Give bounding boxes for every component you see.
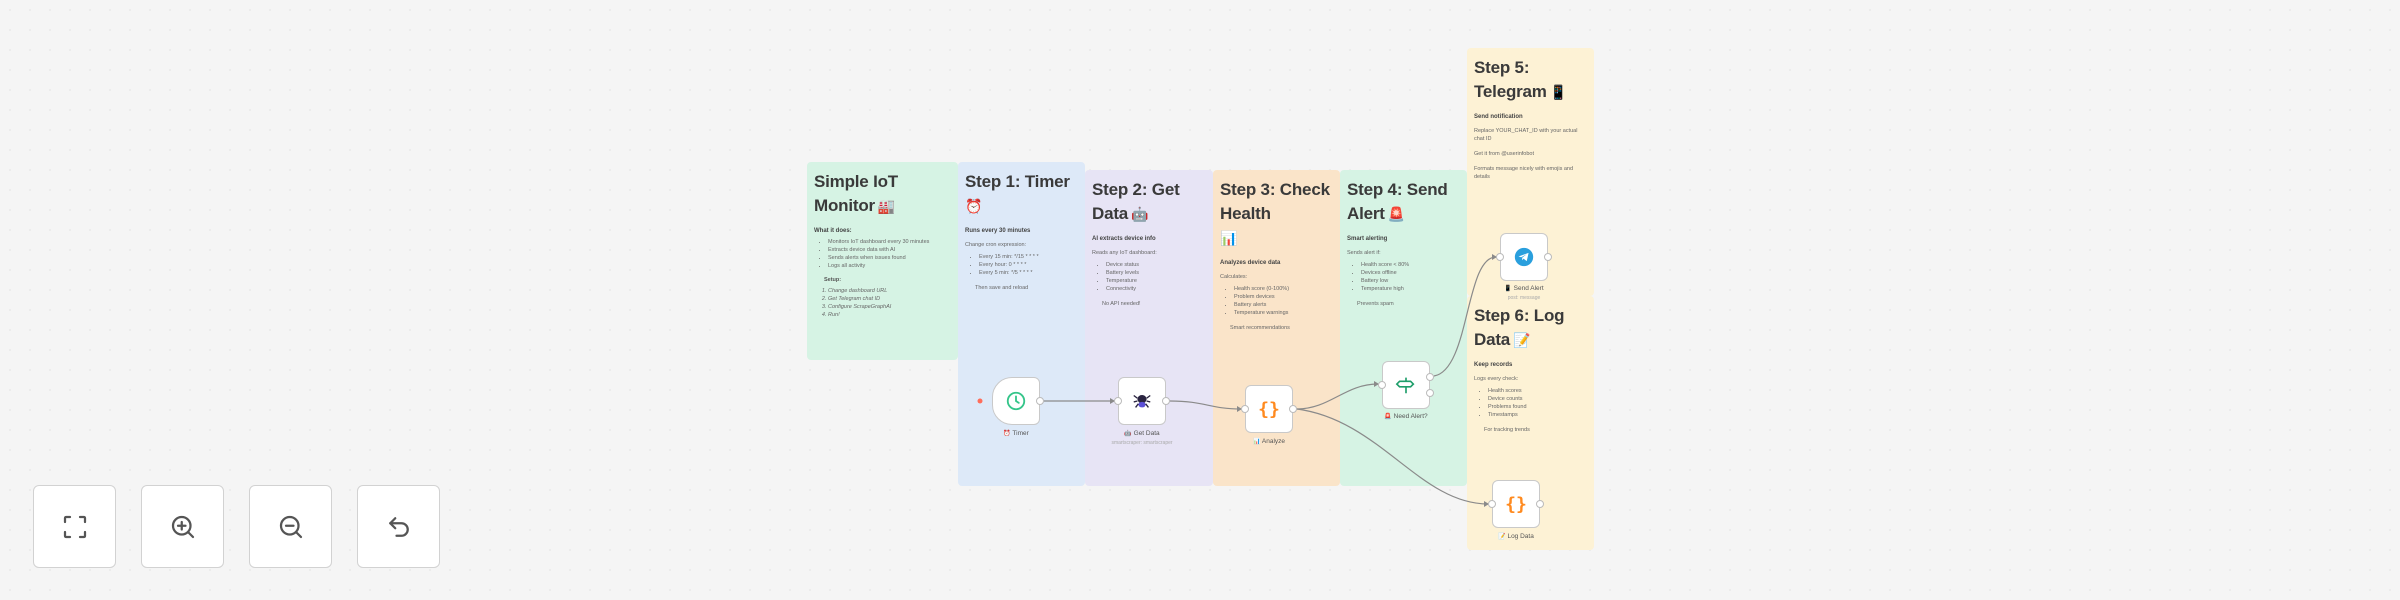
siren-icon: 🚨	[1387, 206, 1405, 222]
sticky-title: Step 6: Log Data📝	[1474, 306, 1565, 349]
output-port[interactable]	[1536, 500, 1544, 508]
zoom-out-icon	[279, 515, 302, 538]
node-need-alert[interactable]	[1378, 361, 1434, 409]
canvas-controls	[33, 485, 440, 568]
node-send-alert[interactable]	[1496, 233, 1552, 281]
bar-chart-icon: 📊	[1220, 230, 1238, 246]
sticky-subtitle: AI extracts device info	[1092, 236, 1156, 242]
robot-icon: 🤖	[1131, 206, 1149, 222]
cron-list: Every 15 min: */15 * * * * Every hour: 0…	[965, 253, 1078, 277]
sticky-note-step2-get-data[interactable]: Step 2: Get Data🤖 AI extracts device inf…	[1085, 170, 1213, 486]
sticky-subtitle: Keep records	[1474, 362, 1513, 368]
robot-icon: 🤖	[1124, 431, 1132, 437]
sticky-subtitle: Smart alerting	[1347, 236, 1388, 242]
input-port[interactable]	[1488, 500, 1496, 508]
node-send-alert-label: 📱 Send Alert	[1504, 285, 1544, 292]
input-port[interactable]	[1114, 397, 1122, 405]
sticky-title: Step 3: Check Health📊	[1220, 180, 1330, 246]
output-port[interactable]	[1289, 405, 1297, 413]
alarm-clock-icon: ⏰	[1003, 431, 1011, 437]
sticky-subtitle: Analyzes device data	[1220, 260, 1281, 266]
code-braces-icon: {}	[1505, 493, 1527, 515]
input-port[interactable]	[1241, 405, 1249, 413]
calc-list: Health score (0-100%) Problem devices Ba…	[1220, 285, 1333, 317]
mobile-phone-icon: 📱	[1549, 84, 1567, 100]
sticky-title: Step 2: Get Data🤖	[1092, 180, 1180, 223]
output-port-true[interactable]	[1426, 373, 1434, 381]
log-list: Health scores Device counts Problems fou…	[1474, 387, 1587, 419]
zoom-out-button[interactable]	[249, 485, 332, 568]
zoom-in-button[interactable]	[141, 485, 224, 568]
setup-list: Change dashboard URL Get Telegram chat I…	[814, 287, 951, 319]
memo-icon: 📝	[1498, 534, 1506, 540]
sticky-subtitle: Runs every 30 minutes	[965, 228, 1031, 234]
alarm-clock-icon: ⏰	[965, 198, 983, 214]
output-port-false[interactable]	[1426, 389, 1434, 397]
if-signpost-icon	[1395, 377, 1415, 394]
data-list: Device status Battery levels Temperature…	[1092, 261, 1206, 293]
sticky-title: Simple IoT Monitor🏭	[814, 172, 898, 215]
node-timer[interactable]	[992, 377, 1044, 425]
fit-view-button[interactable]	[33, 485, 116, 568]
output-port[interactable]	[1036, 397, 1044, 405]
reset-zoom-button[interactable]	[357, 485, 440, 568]
sticky-title: Step 5: Telegram📱	[1474, 58, 1567, 101]
input-port[interactable]	[1378, 381, 1386, 389]
setup-heading: Setup:	[824, 277, 842, 283]
bar-chart-icon: 📊	[1252, 439, 1261, 445]
sticky-subtitle: What it does:	[814, 228, 852, 234]
node-get-data-label: 🤖 Get Data	[1124, 430, 1160, 437]
input-port[interactable]	[1496, 253, 1504, 261]
sticky-title: Step 4: Send Alert🚨	[1347, 180, 1448, 223]
sticky-note-overview[interactable]: Simple IoT Monitor🏭 What it does: Monito…	[807, 162, 958, 360]
clock-icon	[1006, 391, 1026, 411]
node-need-alert-label: 🚨 Need Alert?	[1384, 413, 1428, 420]
feature-list: Monitors IoT dashboard every 30 minutes …	[814, 238, 951, 270]
fullscreen-icon	[63, 515, 86, 538]
factory-icon: 🏭	[877, 198, 896, 214]
mobile-phone-icon: 📱	[1504, 286, 1512, 292]
node-log-data-label: 📝 Log Data	[1498, 533, 1534, 540]
alert-conditions-list: Health score < 80% Devices offline Batte…	[1347, 261, 1460, 293]
memo-icon: 📝	[1513, 332, 1531, 348]
undo-icon	[388, 516, 409, 537]
sticky-note-step1-timer[interactable]: Step 1: Timer⏰ Runs every 30 minutes Cha…	[958, 162, 1085, 486]
node-timer-label: ⏰ Timer	[1003, 430, 1029, 437]
zoom-in-icon	[171, 515, 194, 538]
node-log-data[interactable]: {}	[1488, 480, 1544, 528]
node-analyze-label: 📊 Analyze	[1252, 438, 1286, 445]
code-braces-icon: {}	[1258, 398, 1280, 420]
node-send-alert-subtitle: post: message	[1507, 295, 1541, 301]
telegram-icon	[1514, 247, 1534, 267]
sticky-subtitle: Send notification	[1474, 114, 1523, 120]
sticky-title: Step 1: Timer⏰	[965, 172, 1070, 214]
node-get-data[interactable]	[1114, 377, 1170, 425]
output-port[interactable]	[1544, 253, 1552, 261]
node-analyze[interactable]: {}	[1241, 385, 1297, 433]
sticky-note-step4-send-alert[interactable]: Step 4: Send Alert🚨 Smart alerting Sends…	[1340, 170, 1467, 486]
node-get-data-subtitle: smartscraper: smartscraper	[1111, 440, 1173, 446]
output-port[interactable]	[1162, 397, 1170, 405]
scraper-spider-icon	[1133, 394, 1151, 408]
siren-icon: 🚨	[1384, 414, 1392, 420]
